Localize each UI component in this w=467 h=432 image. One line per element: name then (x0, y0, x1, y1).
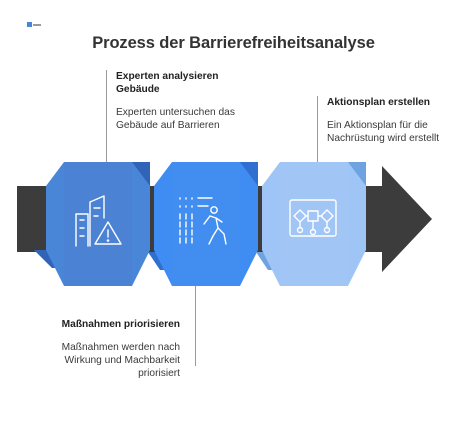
building-warning-icon (75, 195, 122, 247)
step-3-leader-line (317, 96, 318, 162)
step-2-panel (148, 162, 258, 286)
flowchart-plan-icon (289, 199, 337, 237)
brand-logo (27, 21, 41, 29)
step-1-text: Experten analysieren Gebäude Experten un… (116, 70, 256, 132)
step-1-leader-line (106, 70, 107, 162)
step-3-panel (256, 162, 366, 286)
arrow-head (382, 166, 432, 272)
step-2-leader-line (195, 286, 196, 366)
step-3-text: Aktionsplan erstellen Ein Aktionsplan fü… (327, 96, 462, 145)
step-3-heading: Aktionsplan erstellen (327, 97, 431, 108)
step-2-description: Maßnahmen werden nach Wirkung und Machba… (61, 342, 180, 379)
step-3-description: Ein Aktionsplan für die Nachrüstung wird… (327, 120, 440, 144)
step-2-text: Maßnahmen priorisieren Maßnahmen werden … (40, 318, 180, 380)
step-1-heading: Experten analysieren Gebäude (116, 71, 219, 95)
step-1-description: Experten untersuchen das Gebäude auf Bar… (116, 107, 235, 131)
diagram-title: Prozess der Barrierefreiheitsanalyse (92, 34, 375, 52)
person-walking-forward-icon (179, 197, 227, 245)
step-1-panel (34, 162, 150, 286)
step-2-heading: Maßnahmen priorisieren (61, 319, 180, 330)
